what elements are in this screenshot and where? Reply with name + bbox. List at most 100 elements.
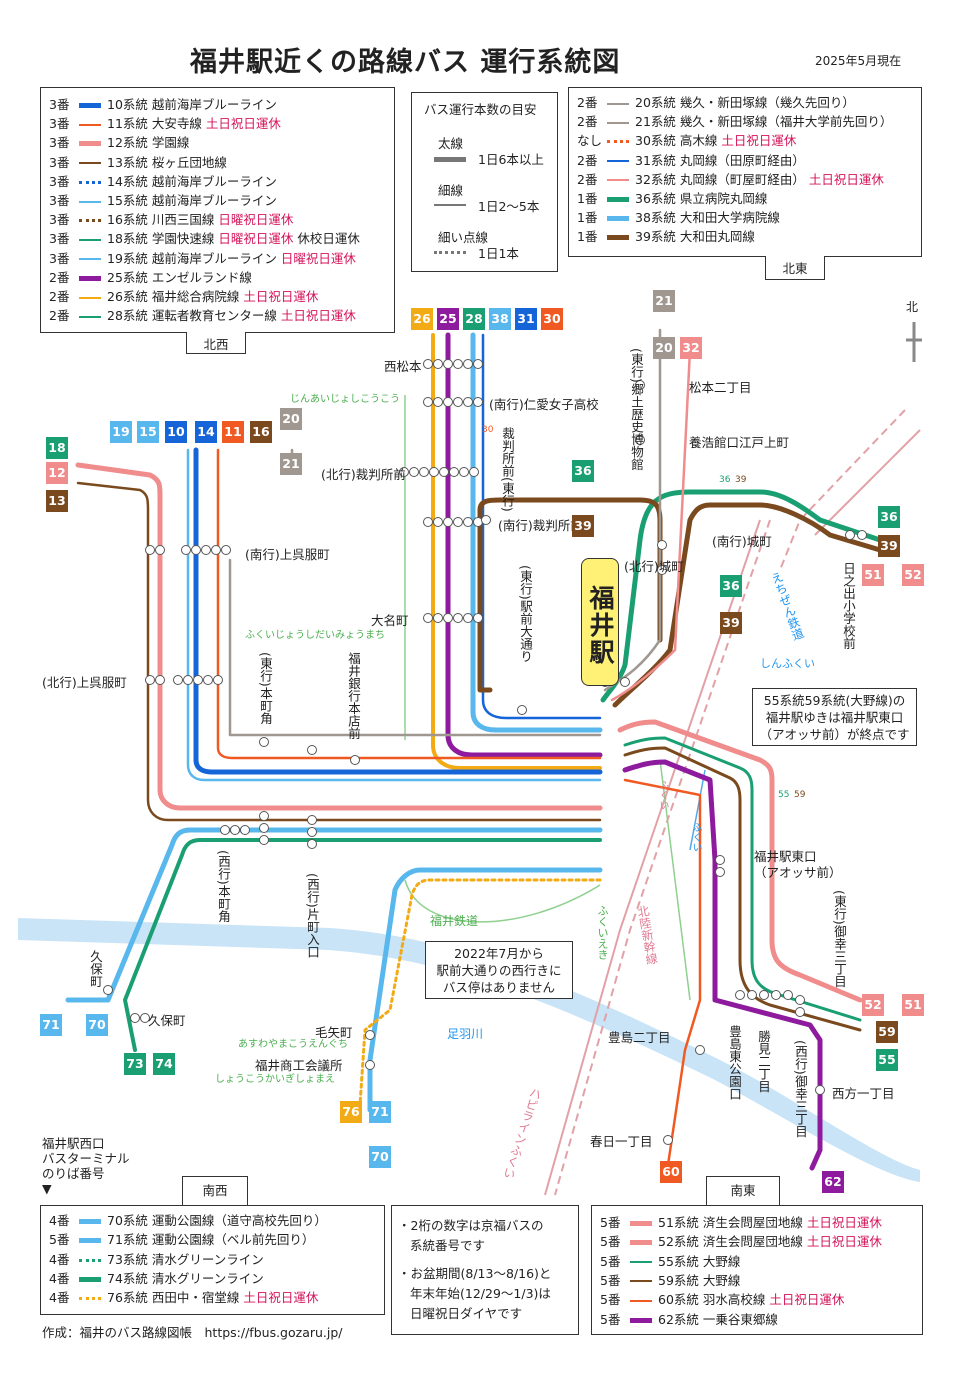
bus-stop-marker[interactable] <box>443 517 453 527</box>
stop-kyodo[interactable]: (東行)郷土歴史博物館 <box>629 348 644 471</box>
route-number-badge[interactable]: 70 <box>369 1146 391 1168</box>
route-number-badge[interactable]: 71 <box>40 1014 62 1036</box>
route-number-badge[interactable]: 36 <box>878 506 900 528</box>
bus-stop-marker[interactable] <box>453 613 463 623</box>
stop-hinode[interactable]: 日之出小学校前 <box>841 562 856 650</box>
stop-katamachi[interactable]: (西行)片町入口 <box>305 873 320 958</box>
bus-stop-marker[interactable] <box>735 990 745 1000</box>
stop-matsumoto2[interactable]: 松本二丁目 <box>689 380 752 395</box>
bus-stop-marker[interactable] <box>259 737 269 747</box>
route-number-badge[interactable]: 13 <box>46 490 68 512</box>
stop-honmachikado-west[interactable]: (西行)本町角 <box>216 850 231 923</box>
bus-stop-marker[interactable] <box>419 467 429 477</box>
route-number-badge[interactable]: 74 <box>153 1053 175 1075</box>
route-number-badge[interactable]: 21 <box>280 453 302 475</box>
bus-stop-marker[interactable] <box>439 467 449 477</box>
stop-katsumi[interactable]: 勝見二丁目 <box>756 1030 771 1093</box>
route-number-badge[interactable]: 39 <box>572 515 594 537</box>
bus-stop-marker[interactable] <box>517 705 527 715</box>
bus-stop-marker[interactable] <box>220 825 230 835</box>
bus-stop-marker[interactable] <box>463 613 473 623</box>
bus-stop-marker[interactable] <box>433 517 443 527</box>
stop-kamigofuku-south[interactable]: (南行)上呉服町 <box>245 547 330 562</box>
route-number-badge[interactable]: 15 <box>137 421 159 443</box>
route-number-badge[interactable]: 14 <box>195 421 217 443</box>
bus-stop-marker[interactable] <box>433 613 443 623</box>
bus-stop-marker[interactable] <box>191 545 201 555</box>
bus-stop-marker[interactable] <box>449 467 459 477</box>
bus-stop-marker[interactable] <box>423 613 433 623</box>
bus-stop-marker[interactable] <box>350 755 360 765</box>
stop-nishikata[interactable]: 西方一丁目 <box>832 1086 895 1101</box>
route-number-badge[interactable]: 25 <box>437 308 459 330</box>
bus-stop-marker[interactable] <box>473 613 483 623</box>
route-number-badge[interactable]: 16 <box>250 421 272 443</box>
bus-stop-marker[interactable] <box>715 867 725 877</box>
bus-stop-marker[interactable] <box>463 397 473 407</box>
bus-stop-marker[interactable] <box>443 397 453 407</box>
stop-kubo-west[interactable]: 久保町 <box>88 950 103 988</box>
bus-stop-marker[interactable] <box>230 825 240 835</box>
route-number-badge[interactable]: 59 <box>876 1021 898 1043</box>
bus-stop-marker[interactable] <box>140 1013 150 1023</box>
bus-stop-marker[interactable] <box>771 990 781 1000</box>
route-number-badge[interactable]: 55 <box>876 1049 898 1071</box>
stop-ekimae[interactable]: (東行)駅前大通り <box>518 565 533 663</box>
fukui-station[interactable]: 福井駅 <box>581 558 619 686</box>
route-number-badge[interactable]: 39 <box>720 612 742 634</box>
stop-toyoshima-park[interactable]: 豊島東公園口 <box>727 1025 742 1100</box>
stop-yojo[interactable]: 養浩館口江戸上町 <box>689 435 790 450</box>
route-number-badge[interactable]: 73 <box>124 1053 146 1075</box>
bus-stop-marker[interactable] <box>423 359 433 369</box>
bus-stop-marker[interactable] <box>469 467 479 477</box>
route-number-badge[interactable]: 28 <box>463 308 485 330</box>
bus-stop-marker[interactable] <box>635 380 645 390</box>
bus-stop-marker[interactable] <box>409 467 419 477</box>
bus-stop-marker[interactable] <box>423 397 433 407</box>
route-number-badge[interactable]: 36 <box>720 575 742 597</box>
bus-stop-marker[interactable] <box>211 545 221 555</box>
stop-ginko[interactable]: 福井銀行本店前 <box>346 652 361 740</box>
bus-stop-marker[interactable] <box>473 359 483 369</box>
route-number-badge[interactable]: 10 <box>165 421 187 443</box>
route-number-badge[interactable]: 11 <box>222 421 244 443</box>
stop-eastexit[interactable]: 福井駅東口 <box>754 849 817 864</box>
bus-stop-marker[interactable] <box>657 540 667 550</box>
bus-stop-marker[interactable] <box>183 675 193 685</box>
route-number-badge[interactable]: 31 <box>515 308 537 330</box>
bus-stop-marker[interactable] <box>463 359 473 369</box>
bus-stop-marker[interactable] <box>213 675 223 685</box>
route-number-badge[interactable]: 20 <box>653 337 675 359</box>
bus-stop-marker[interactable] <box>240 825 250 835</box>
route-number-badge[interactable]: 76 <box>340 1101 362 1123</box>
bus-stop-marker[interactable] <box>635 435 645 445</box>
bus-stop-marker[interactable] <box>399 467 409 477</box>
route-number-badge[interactable]: 51 <box>902 994 924 1016</box>
bus-stop-marker[interactable] <box>783 990 793 1000</box>
stop-jinai[interactable]: (南行)仁愛女子高校 <box>489 397 599 412</box>
stop-daimyo[interactable]: 大名町 <box>371 613 409 628</box>
route-number-badge[interactable]: 60 <box>660 1161 682 1183</box>
bus-stop-marker[interactable] <box>259 835 269 845</box>
bus-stop-marker[interactable] <box>145 675 155 685</box>
bus-stop-marker[interactable] <box>443 613 453 623</box>
route-number-badge[interactable]: 12 <box>46 462 68 484</box>
bus-stop-marker[interactable] <box>433 359 443 369</box>
bus-stop-marker[interactable] <box>433 397 443 407</box>
bus-stop-marker[interactable] <box>307 839 317 849</box>
route-number-badge[interactable]: 20 <box>280 408 302 430</box>
bus-stop-marker[interactable] <box>795 1007 805 1017</box>
stop-saibansho-east[interactable]: 裁判所前(東行) <box>500 427 515 512</box>
stop-jomachi-south[interactable]: (南行)城町 <box>712 534 772 549</box>
bus-stop-marker[interactable] <box>620 677 630 687</box>
bus-stop-marker[interactable] <box>695 1045 705 1055</box>
stop-keyacho[interactable]: 毛矢町 <box>315 1025 353 1040</box>
bus-stop-marker[interactable] <box>103 985 113 995</box>
bus-stop-marker[interactable] <box>365 1030 375 1040</box>
route-number-badge[interactable]: 30 <box>541 308 563 330</box>
bus-stop-marker[interactable] <box>423 517 433 527</box>
bus-stop-marker[interactable] <box>463 517 473 527</box>
bus-stop-marker[interactable] <box>453 397 463 407</box>
bus-stop-marker[interactable] <box>473 397 483 407</box>
stop-honmachikado-east[interactable]: (東行)本町角 <box>258 652 273 725</box>
